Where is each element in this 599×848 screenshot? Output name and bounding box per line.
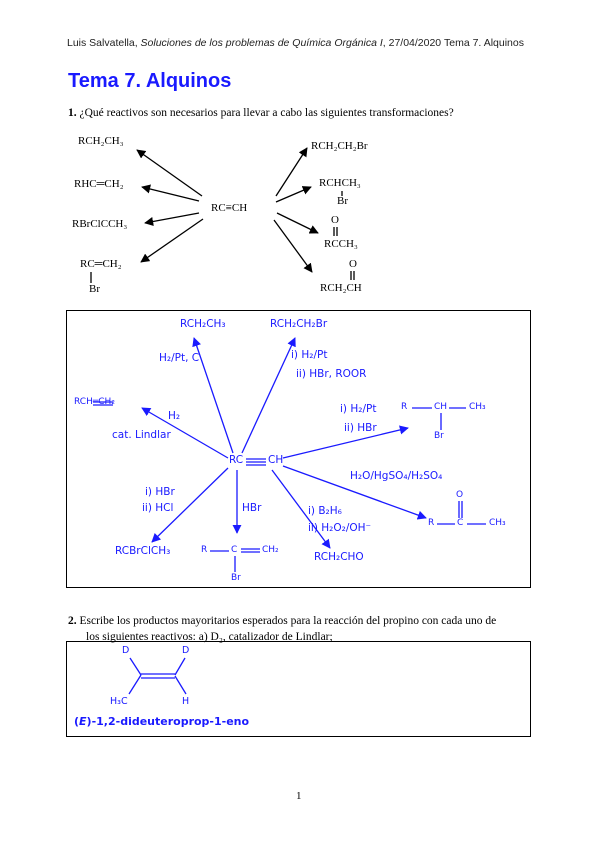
a1-reagent-bottom-left-2: ii) HCl bbox=[142, 502, 174, 514]
a1-reagent-bottom: HBr bbox=[242, 502, 262, 514]
answer-1-box bbox=[66, 310, 531, 588]
a2-name-prefix: ( bbox=[74, 715, 80, 728]
q1-left-product-4: RC═CH₂ bbox=[80, 258, 122, 270]
a1-product-right-br: Br bbox=[434, 431, 444, 441]
a1-reagent-top-right-2: ii) HBr, ROOR bbox=[296, 368, 367, 380]
a2-compound-name: (E)-1,2-dideuteroprop-1-eno bbox=[74, 715, 249, 728]
q1-left-product-2: RHC═CH₂ bbox=[74, 178, 124, 190]
answer-2-box bbox=[66, 641, 531, 737]
a1-product-top-right: RCH₂CH₂Br bbox=[270, 318, 328, 330]
a1-reagent-top-left: H₂/Pt, C bbox=[159, 352, 200, 364]
q1-right-product-2-br: Br bbox=[337, 195, 348, 207]
a2-h: H bbox=[182, 696, 190, 707]
q1-right-product-3-o: O bbox=[331, 214, 339, 226]
a1-reagent-bottom-left-1: i) HBr bbox=[145, 486, 175, 498]
a1-reagent-far-right: H₂O/HgSO₄/H₂SO₄ bbox=[350, 470, 443, 482]
header-author: Luis Salvatella, bbox=[67, 37, 141, 49]
a2-name-e: E bbox=[79, 715, 87, 728]
header-date: , 27/04/2020 bbox=[382, 37, 442, 49]
a1-center-rc: RC bbox=[229, 454, 244, 466]
a1-product-vinyl-c: C bbox=[231, 545, 238, 555]
a1-product-ketone-ch3: CH₃ bbox=[489, 518, 506, 528]
question-2-line-1: 2. Escribe los productos mayoritarios es… bbox=[68, 615, 496, 627]
running-header: Luis Salvatella, Soluciones de los probl… bbox=[67, 37, 441, 49]
a1-reagent-right-2: ii) HBr bbox=[344, 422, 377, 434]
page-title: Tema 7. Alquinos bbox=[68, 70, 232, 92]
a1-product-ketone-r: R bbox=[428, 518, 435, 528]
question-1-number: 1. bbox=[68, 107, 77, 119]
a2-h3c: H₃C bbox=[110, 696, 128, 707]
q1-left-product-4-br: Br bbox=[89, 283, 100, 295]
a2-d-left: D bbox=[122, 645, 130, 656]
a1-reagent-right-1: i) H₂/Pt bbox=[340, 403, 377, 415]
a1-product-bottom-left: RCBrClCH₃ bbox=[115, 545, 171, 557]
header-book: Soluciones de los problemas de Química O… bbox=[140, 37, 383, 49]
q1-right-product-3: RCCH₃ bbox=[324, 238, 358, 250]
question-2-number: 2. bbox=[68, 615, 77, 627]
q1-right-product-2: RCHCH₃ bbox=[319, 177, 361, 189]
q1-center-alkyne: RC≡CH bbox=[211, 202, 248, 214]
q1-left-product-1: RCH₂CH₃ bbox=[78, 135, 124, 147]
a1-center-ch: CH bbox=[268, 454, 284, 466]
a1-product-vinyl-r: R bbox=[201, 545, 208, 555]
question-2-text-2: los siguientes reactivos: a) D₂, cataliz… bbox=[86, 631, 333, 643]
header-chapter: Tema 7. Alquinos bbox=[444, 37, 524, 49]
a1-reagent-bottom-right-2: ii) H₂O₂/OH⁻ bbox=[308, 522, 372, 534]
question-1: 1. ¿Qué reactivos son necesarios para ll… bbox=[68, 107, 454, 119]
a1-reagent-bottom-right-1: i) B₂H₆ bbox=[308, 505, 342, 517]
q1-right-product-1: RCH₂CH₂Br bbox=[311, 140, 368, 152]
a2-name-rest: )-1,2-dideuteroprop-1-eno bbox=[86, 715, 250, 728]
a1-product-ketone-c: C bbox=[457, 518, 464, 528]
a1-product-ketone-o: O bbox=[456, 490, 464, 500]
question-1-text: ¿Qué reactivos son necesarios para lleva… bbox=[79, 107, 454, 119]
a1-reagent-top-right-1: i) H₂/Pt bbox=[291, 349, 328, 361]
q1-right-product-4-o: O bbox=[349, 258, 357, 270]
a1-product-right-ch3: CH₃ bbox=[469, 402, 486, 412]
page-number: 1 bbox=[296, 790, 302, 802]
q1-right-product-4: RCH₂CH bbox=[320, 282, 362, 294]
a1-product-vinyl-br: Br bbox=[231, 573, 241, 583]
a1-reagent-left-2: cat. Lindlar bbox=[112, 429, 171, 441]
a1-product-left: RCH═CH₂ bbox=[74, 397, 115, 407]
a1-reagent-left-1: H₂ bbox=[168, 410, 181, 422]
a1-product-aldehyde: RCH₂CHO bbox=[314, 551, 364, 563]
a2-d-right: D bbox=[182, 645, 190, 656]
a1-product-top-left: RCH₂CH₃ bbox=[180, 318, 226, 330]
question-2-text-1: Escribe los productos mayoritarios esper… bbox=[79, 615, 497, 627]
a1-product-right-ch: CH bbox=[434, 402, 448, 412]
a1-product-right-r: R bbox=[401, 402, 408, 412]
q1-left-product-3: RBrClCCH₃ bbox=[72, 218, 128, 230]
a1-product-vinyl-ch2: CH₂ bbox=[262, 545, 279, 555]
